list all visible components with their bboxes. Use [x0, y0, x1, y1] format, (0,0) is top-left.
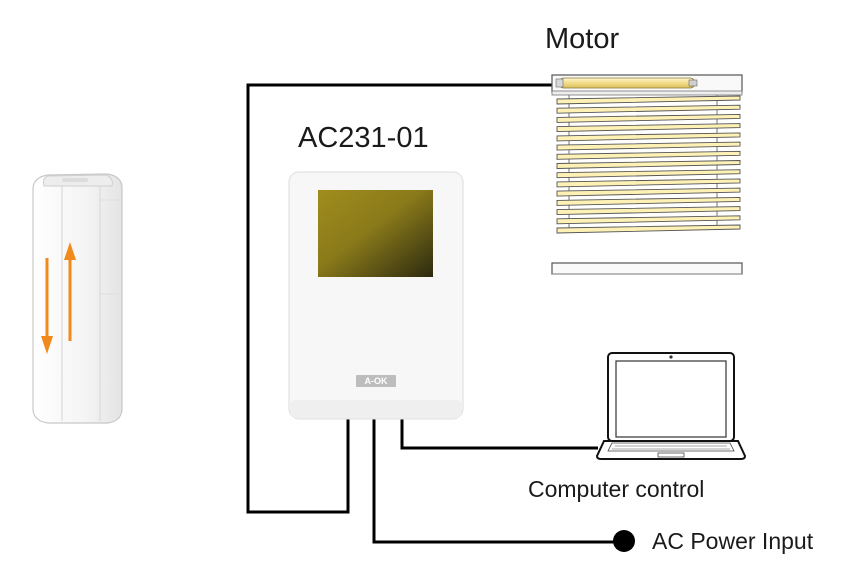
blind-slat [556, 196, 741, 206]
blind-slat [556, 104, 741, 114]
motor-label: Motor [545, 23, 619, 55]
blinds-icon [551, 74, 743, 275]
computer-label: Computer control [528, 476, 704, 502]
up-down-arrows-icon [41, 242, 76, 354]
blind-slat [556, 187, 741, 197]
remote-icon [32, 173, 123, 424]
brand-label: A-OK [365, 376, 388, 386]
blind-slat [556, 169, 741, 179]
blind-slat [556, 113, 741, 123]
power-wire [372, 419, 614, 544]
blind-slats [556, 95, 741, 234]
blind-slat [556, 132, 741, 142]
blind-slat [556, 224, 741, 234]
controller-label: AC231-01 [298, 122, 429, 154]
brand-badge [356, 375, 396, 387]
blind-slat [556, 215, 741, 225]
blind-slat [556, 123, 741, 133]
blind-slat [556, 178, 741, 188]
computer-wire [400, 419, 598, 450]
controller-screen [318, 190, 433, 277]
blind-slat [556, 95, 741, 105]
blind-slat [556, 141, 741, 151]
motor-icon [555, 77, 698, 89]
power-label: AC Power Input [652, 528, 814, 554]
blind-slat [556, 206, 741, 216]
motor-wire [246, 83, 557, 514]
laptop-icon [595, 352, 747, 460]
blind-slat [556, 150, 741, 160]
blind-slat [556, 160, 741, 169]
power-dot-icon [613, 530, 635, 552]
controller-icon: A-OK [288, 171, 464, 420]
wires [246, 83, 614, 544]
